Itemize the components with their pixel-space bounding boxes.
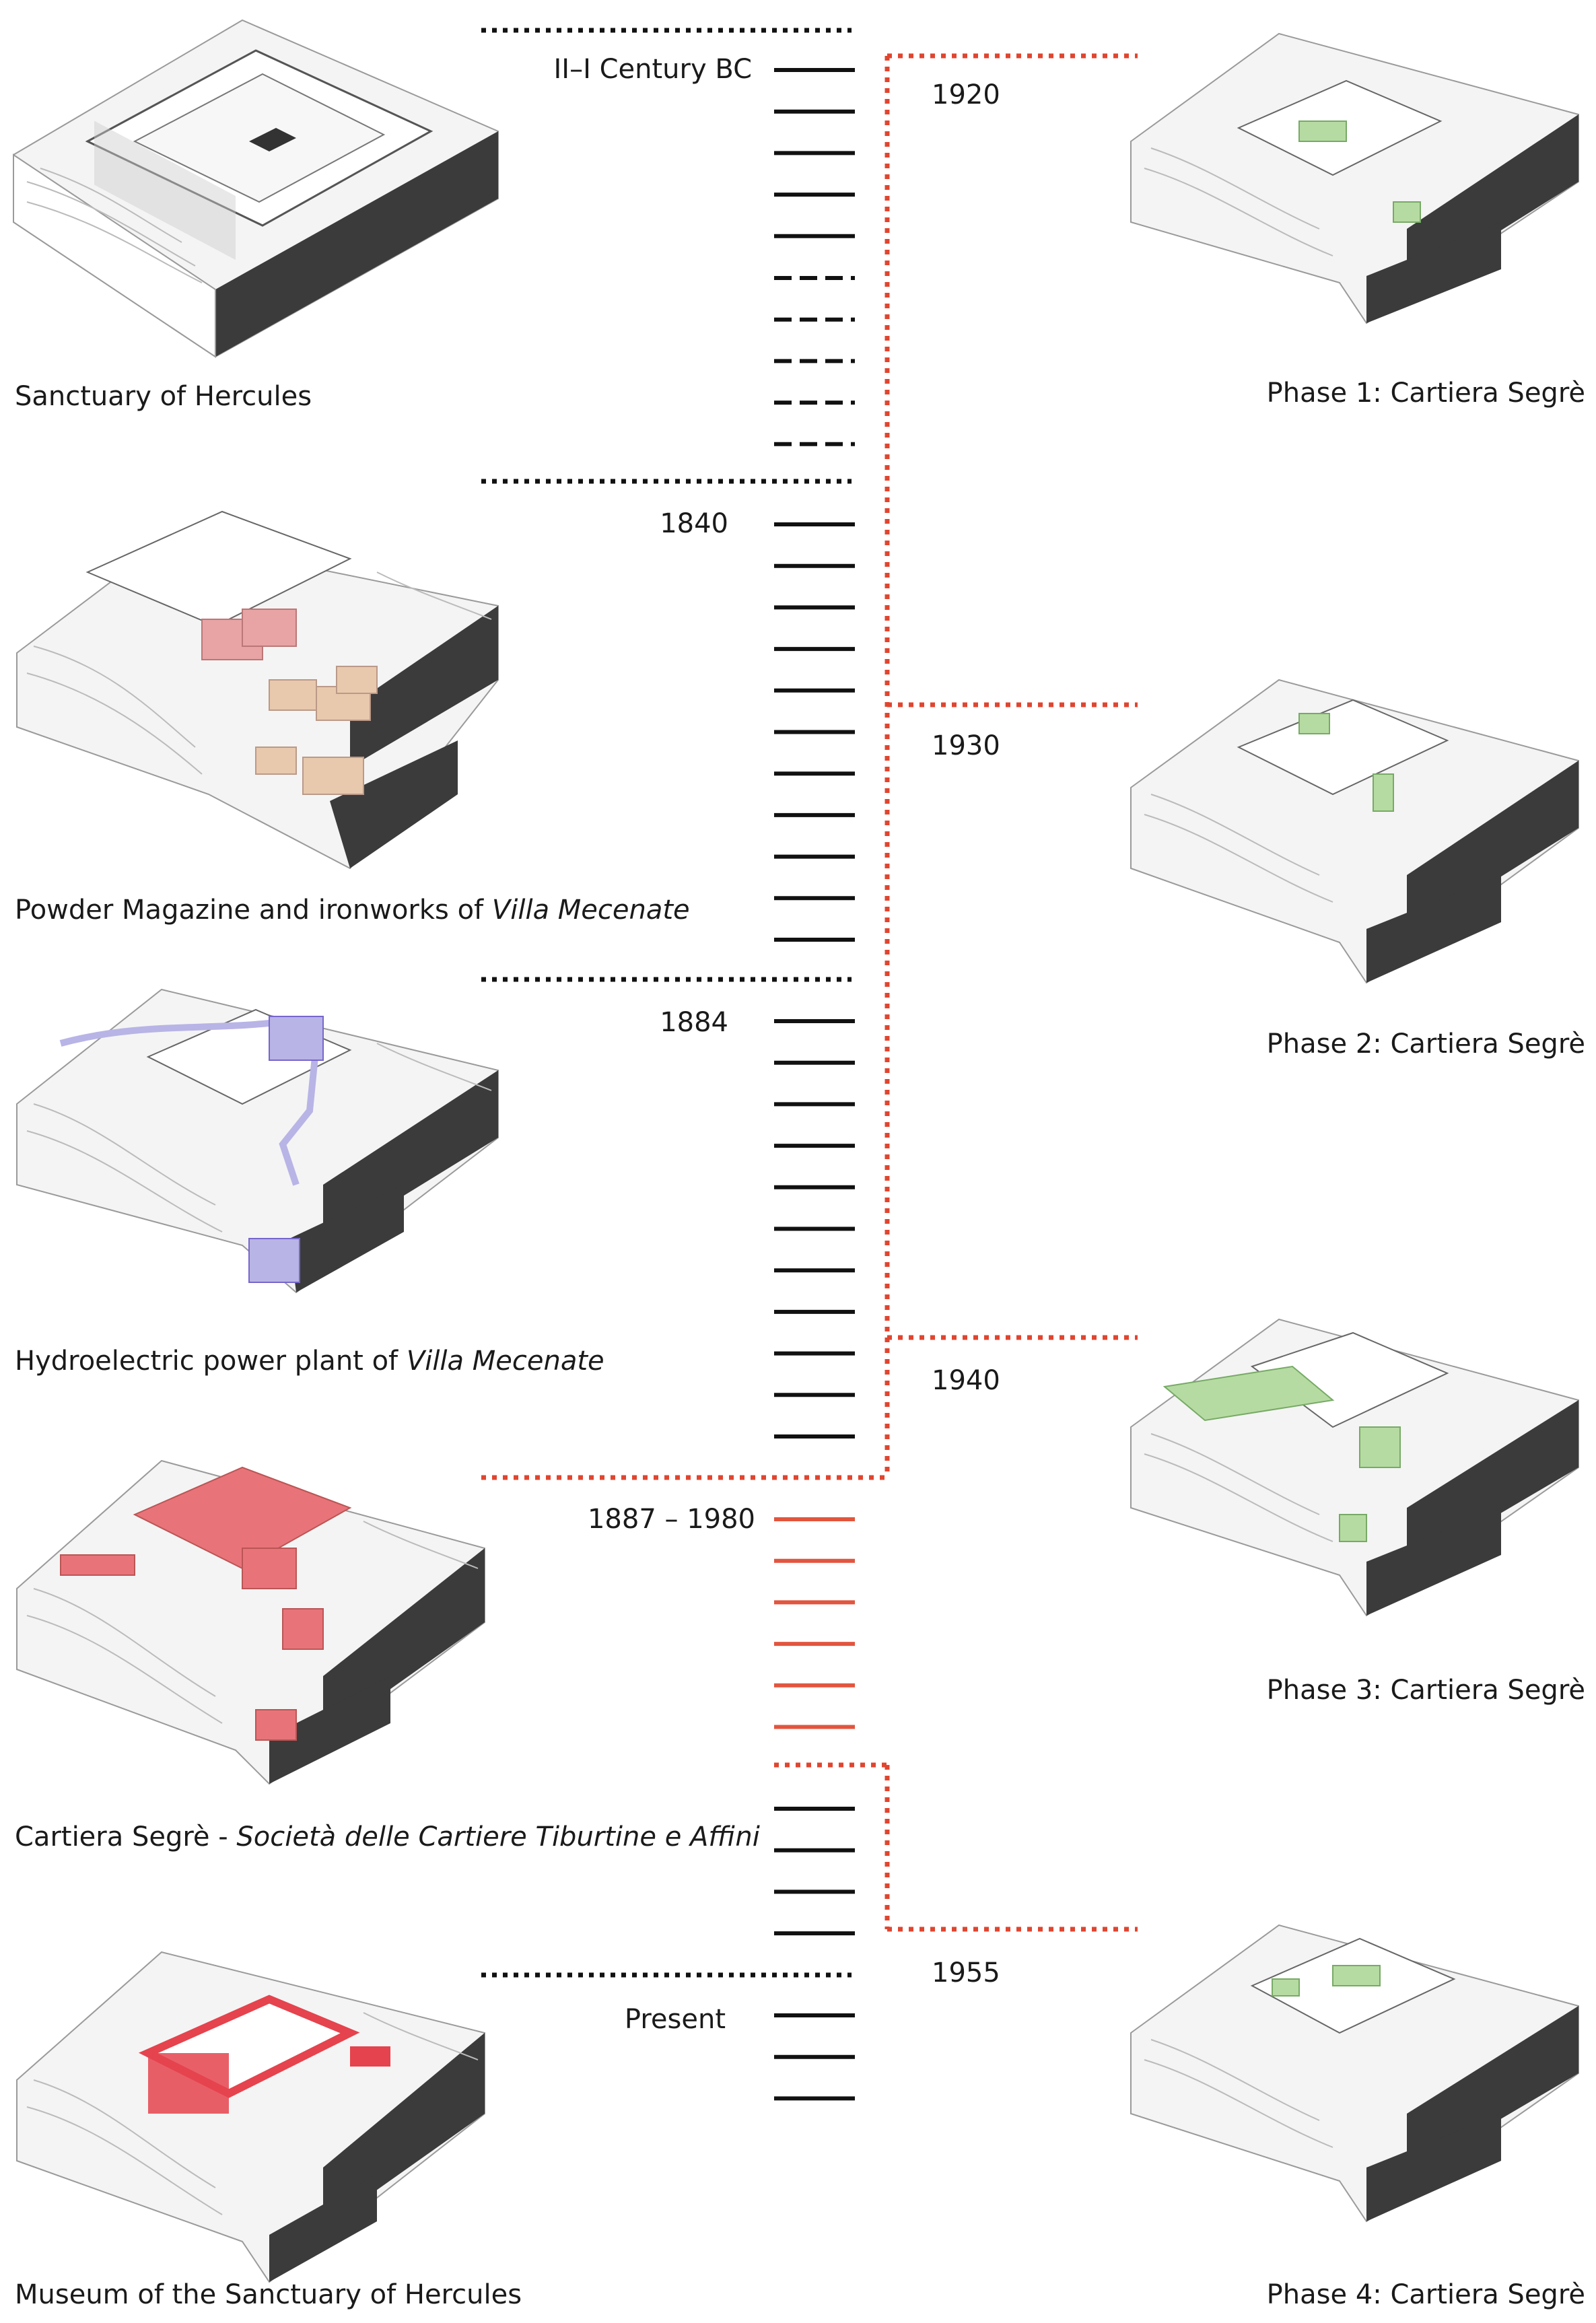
caption-sanctuary-plain: Sanctuary of Hercules: [15, 381, 312, 412]
caption-hydro-italic: Villa Mecenate: [407, 1346, 604, 1377]
model-phase-2: [1130, 679, 1579, 984]
caption-cartiera-italic: Società delle Cartiere Tiburtine e Affin…: [236, 1822, 759, 1852]
caption-phase-3: Phase 3: Cartiera Segrè: [1267, 1675, 1585, 1706]
caption-phase-4: Phase 4: Cartiera Segrè: [1267, 2279, 1585, 2310]
caption-museum: Museum of the Sanctuary of Hercules: [15, 2279, 522, 2310]
model-powder-magazine: [16, 510, 499, 870]
model-hydroelectric-plant: [16, 988, 499, 1294]
period-label-1840: 1840: [660, 508, 728, 539]
caption-sanctuary-of-hercules: Sanctuary of Hercules: [15, 381, 312, 412]
cartiera-phase-connector: [481, 53, 1138, 1932]
phase-year-1920: 1920: [932, 79, 1000, 110]
caption-museum-plain: Museum of the Sanctuary of Hercules: [15, 2279, 522, 2310]
caption-hydroelectric-plant: Hydroelectric power plant of Villa Mecen…: [15, 1346, 604, 1377]
caption-powder-italic: Villa Mecenate: [492, 895, 690, 926]
period-label-1887-1980: 1887 – 1980: [588, 1504, 755, 1535]
caption-phase-1: Phase 1: Cartiera Segrè: [1267, 378, 1585, 409]
model-phase-3: [1130, 1318, 1579, 1617]
caption-powder-plain: Powder Magazine and ironworks of: [15, 895, 492, 926]
caption-cartiera-plain: Cartiera Segrè -: [15, 1822, 236, 1852]
model-sanctuary-of-hercules: [13, 19, 499, 358]
phase-year-1940: 1940: [932, 1365, 1000, 1396]
caption-phase-2: Phase 2: Cartiera Segrè: [1267, 1029, 1585, 1060]
phase-year-1955: 1955: [932, 1957, 1000, 1988]
model-phase-4: [1130, 1924, 1579, 2223]
timeline-ticks: [774, 68, 855, 2101]
period-label-ii-i-century-bc: II–I Century BC: [553, 54, 752, 85]
model-museum-sanctuary: [16, 1951, 485, 2283]
model-phase-1: [1130, 32, 1579, 324]
period-label-present: Present: [625, 2004, 726, 2035]
caption-hydro-plain: Hydroelectric power plant of: [15, 1346, 407, 1377]
model-cartiera-segre: [16, 1459, 485, 1785]
period-label-1884: 1884: [660, 1007, 728, 1038]
caption-cartiera-segre: Cartiera Segrè - Società delle Cartiere …: [15, 1822, 760, 1852]
caption-powder-magazine: Powder Magazine and ironworks of Villa M…: [15, 895, 690, 926]
phase-year-1930: 1930: [932, 730, 1000, 761]
